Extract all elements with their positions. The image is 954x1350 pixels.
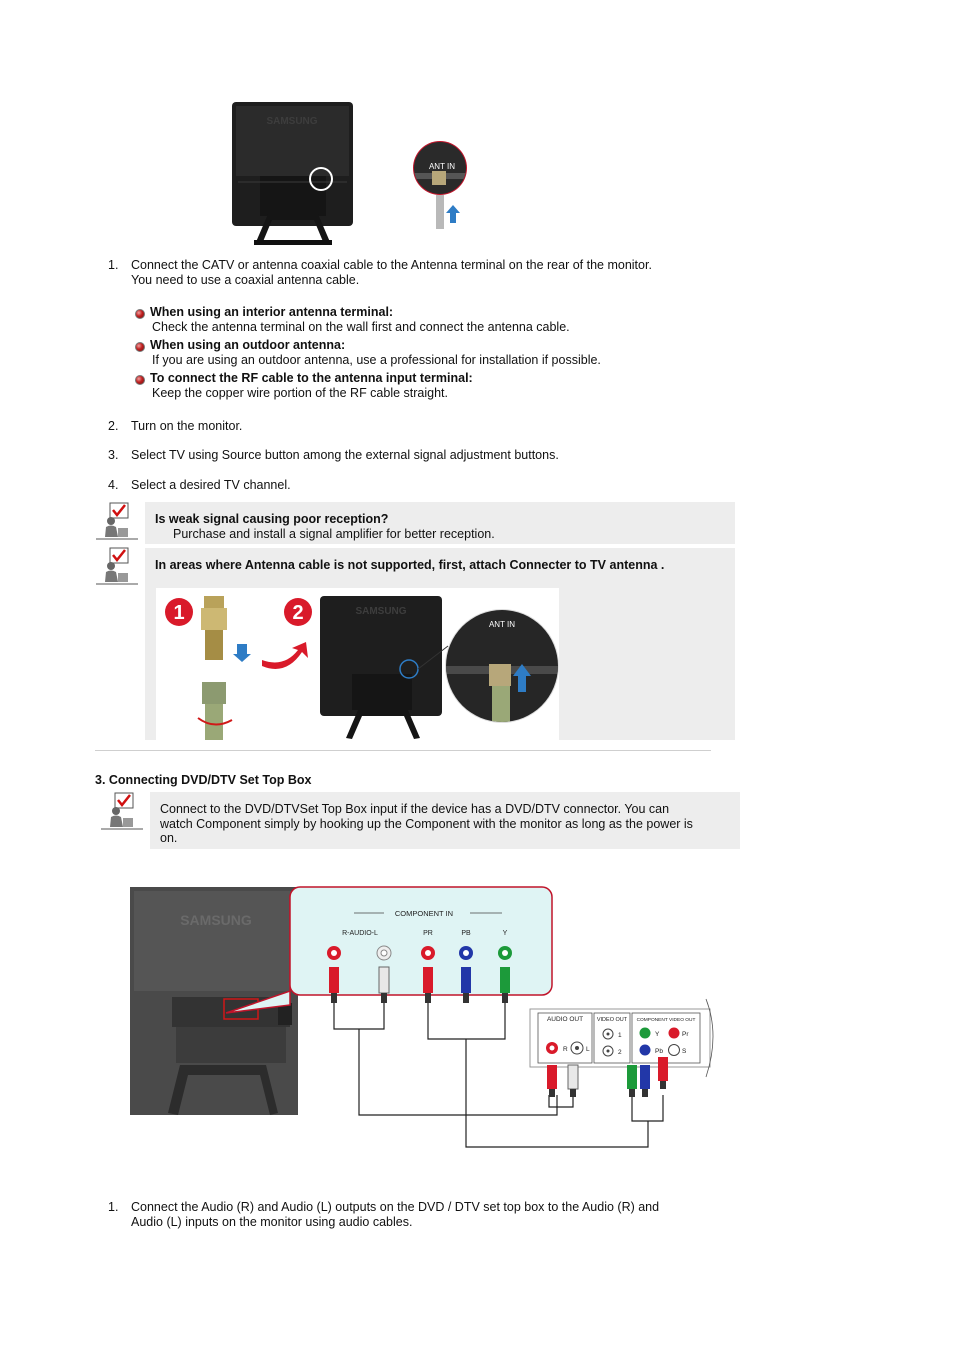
section-divider <box>95 750 711 751</box>
panel-plugs <box>329 966 510 1003</box>
component-connection-diagram: SAMSUNG COMPONENT IN R-AUDIO-L PR PB Y <box>130 886 714 1148</box>
step-number: 1. <box>108 1200 119 1214</box>
svg-text:R: R <box>563 1046 568 1053</box>
panel-jacks <box>327 945 512 961</box>
step-text: Connect the Audio (R) and Audio (L) outp… <box>131 1200 660 1214</box>
down-arrow-icon <box>233 644 251 662</box>
step-text: Select a desired TV channel. <box>131 478 291 492</box>
note-box <box>145 502 735 544</box>
note-box <box>150 792 740 849</box>
insert-arrow-icon <box>446 205 460 223</box>
note-title: In areas where Antenna cable is not supp… <box>155 558 665 572</box>
svg-text:SAMSUNG: SAMSUNG <box>355 606 406 617</box>
monitor-brand: SAMSUNG <box>180 912 252 928</box>
step-number: 4. <box>108 478 119 492</box>
jack-label: Y <box>503 930 508 937</box>
component-out-label: COMPONENT VIDEO OUT <box>637 1017 696 1023</box>
note-title: Is weak signal causing poor reception? <box>155 512 389 526</box>
note-checkmark-icon <box>101 792 143 830</box>
svg-text:Pb: Pb <box>655 1048 663 1055</box>
step-1-badge: 1 <box>173 602 184 624</box>
video-out-label: VIDEO OUT <box>597 1017 628 1023</box>
jack-label: PR <box>423 930 433 937</box>
svg-text:1: 1 <box>618 1032 622 1039</box>
bullet-icon <box>135 342 145 352</box>
tv-brand-text: SAMSUNG <box>266 116 317 127</box>
step-text: Turn on the monitor. <box>131 419 243 433</box>
step-text: You need to use a coaxial antenna cable. <box>131 273 360 287</box>
ant-in-callout: ANT IN <box>413 141 467 229</box>
svg-text:Y: Y <box>655 1031 660 1038</box>
tv-rear-photo: SAMSUNG <box>232 102 353 245</box>
step-2-badge: 2 <box>292 602 303 624</box>
bullet-title: When using an interior antenna terminal: <box>150 305 394 319</box>
svg-text:Pr: Pr <box>682 1031 689 1038</box>
section-title: 3. Connecting DVD/DTV Set Top Box <box>95 773 312 787</box>
bullet-title: When using an outdoor antenna: <box>150 338 346 352</box>
svg-text:ANT IN: ANT IN <box>489 620 515 629</box>
step-number: 1. <box>108 258 119 272</box>
step-text: Audio (L) inputs on the monitor using au… <box>131 1215 413 1229</box>
antenna-terminal-highlight <box>309 167 333 191</box>
curved-arrow-icon <box>262 642 308 669</box>
ant-in-label: ANT IN <box>429 162 455 171</box>
note-body: on. <box>160 831 178 845</box>
bullet-body: Keep the copper wire portion of the RF c… <box>152 386 448 400</box>
jack-label: PB <box>461 930 471 937</box>
step-text: Connect the CATV or antenna coaxial cabl… <box>131 258 652 272</box>
bullet-icon <box>135 375 145 385</box>
jack-label: R-AUDIO-L <box>342 930 378 937</box>
step-number: 2. <box>108 419 119 433</box>
note-body: Connect to the DVD/DTVSet Top Box input … <box>160 802 670 816</box>
bullet-body: If you are using an outdoor antenna, use… <box>152 353 601 367</box>
note-checkmark-icon <box>96 502 138 540</box>
note-body: Purchase and install a signal amplifier … <box>173 527 495 541</box>
svg-text:S: S <box>682 1048 687 1055</box>
note-body: watch Component simply by hooking up the… <box>160 817 693 831</box>
bullet-icon <box>135 309 145 319</box>
note-checkmark-icon <box>96 547 138 585</box>
connector-figure: 1 2 SAMSUNG ANT IN <box>156 588 559 740</box>
bullet-body: Check the antenna terminal on the wall f… <box>152 320 570 334</box>
svg-text:2: 2 <box>618 1049 622 1056</box>
step-number: 3. <box>108 448 119 462</box>
audio-out-label: AUDIO OUT <box>547 1016 583 1023</box>
bullet-title: To connect the RF cable to the antenna i… <box>150 371 473 385</box>
svg-text:L: L <box>586 1046 590 1053</box>
component-in-header: COMPONENT IN <box>395 909 453 918</box>
step-text: Select TV using Source button among the … <box>131 448 559 462</box>
